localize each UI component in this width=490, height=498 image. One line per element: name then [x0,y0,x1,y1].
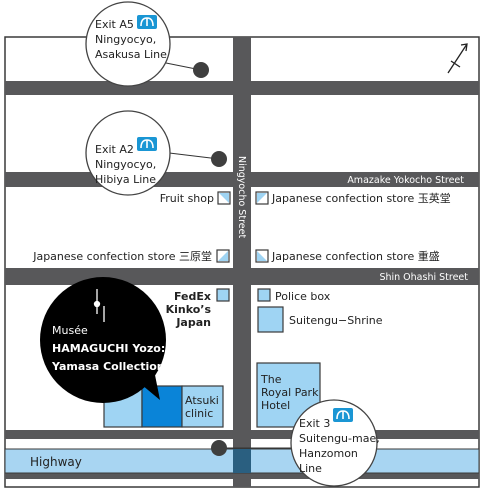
atsuki-clinic-label-1: Atsuki [185,394,219,407]
highway-crossing [233,449,251,473]
north-arrow-icon [447,43,468,74]
police-box-marker [257,288,271,302]
amazake-street-label: Amazake Yokocho Street [347,175,464,186]
royal-park-hotel-label-3: Hotel [261,399,290,412]
confection-sanbaradou-label: Japanese confection store 三原堂 [32,250,212,263]
confection-jusei-triangle [257,251,267,261]
metro-logo-icon [137,15,157,29]
museum-pin-icon [93,289,105,322]
confection-gyokueido-triangle [257,193,267,203]
fruit-shop-triangle [219,193,229,203]
royal-park-hotel-label-2: Royal Park [261,386,319,399]
exit-a2-dot [211,151,227,167]
exit-a5-line1: Exit A5 [95,18,134,31]
exit-3-line2: Suitengu-mae, [299,432,380,445]
museum-building [141,385,183,428]
exit-a2-leader [160,151,220,160]
highway-label: Highway [30,455,82,469]
fedex-label-3: Japan [175,316,211,329]
exit-3-line3: Hanzomon [299,447,358,460]
exit-a5-line2: Ningyocyo, [95,33,156,46]
exit-a2-line2: Ningyocyo, [95,158,156,171]
exit-3-dot [211,440,227,456]
road-ningyocho [233,37,251,487]
exit-3-line4: Line [299,462,322,475]
confection-gyokueido-label: Japanese confection store 玉英堂 [271,191,451,205]
atsuki-clinic-label-2: clinic [185,407,213,420]
museum-name-line3: Yamasa Collection [51,360,165,373]
exit-3-callout [290,399,378,487]
exit-a2-line1: Exit A2 [95,143,134,156]
police-box-label: Police box [275,290,331,303]
royal-park-hotel-label-1: The [260,373,282,386]
road-above-highway [5,430,479,439]
museum-bubble [40,277,166,403]
metro-logo-icon [333,408,353,422]
suitengu-shrine-label: Suitengu−Shrine [289,314,383,327]
suitengu-shrine-building [257,306,284,333]
fedex-label-2: Kinko’s [166,303,212,316]
ningyocho-street-label: Ningyocho Street [236,156,247,238]
fedex-label-1: FedEx [174,290,211,303]
exit-3-line1: Exit 3 [299,417,330,430]
fedex-marker [216,288,230,302]
exit-a2-line3: Hibiya Line [95,173,156,186]
exit-a5-dot [193,62,209,78]
confection-jusei-label: Japanese confection store 重盛 [271,249,440,263]
road-below-highway [5,473,479,479]
fruit-shop-label: Fruit shop [160,192,214,205]
atsuki-clinic-building [181,385,224,428]
museum-name-line1: Musée [52,324,88,337]
exit-a2-callout [85,110,171,196]
shin-ohashi-street-label: Shin Ohashi Street [379,272,468,283]
metro-logo-icon [137,137,157,151]
confection-sanbaradou-triangle [218,251,228,261]
museum-name-line2: HAMAGUCHI Yozo: [52,342,165,355]
exit-a5-line3: Asakusa Line [95,48,167,61]
